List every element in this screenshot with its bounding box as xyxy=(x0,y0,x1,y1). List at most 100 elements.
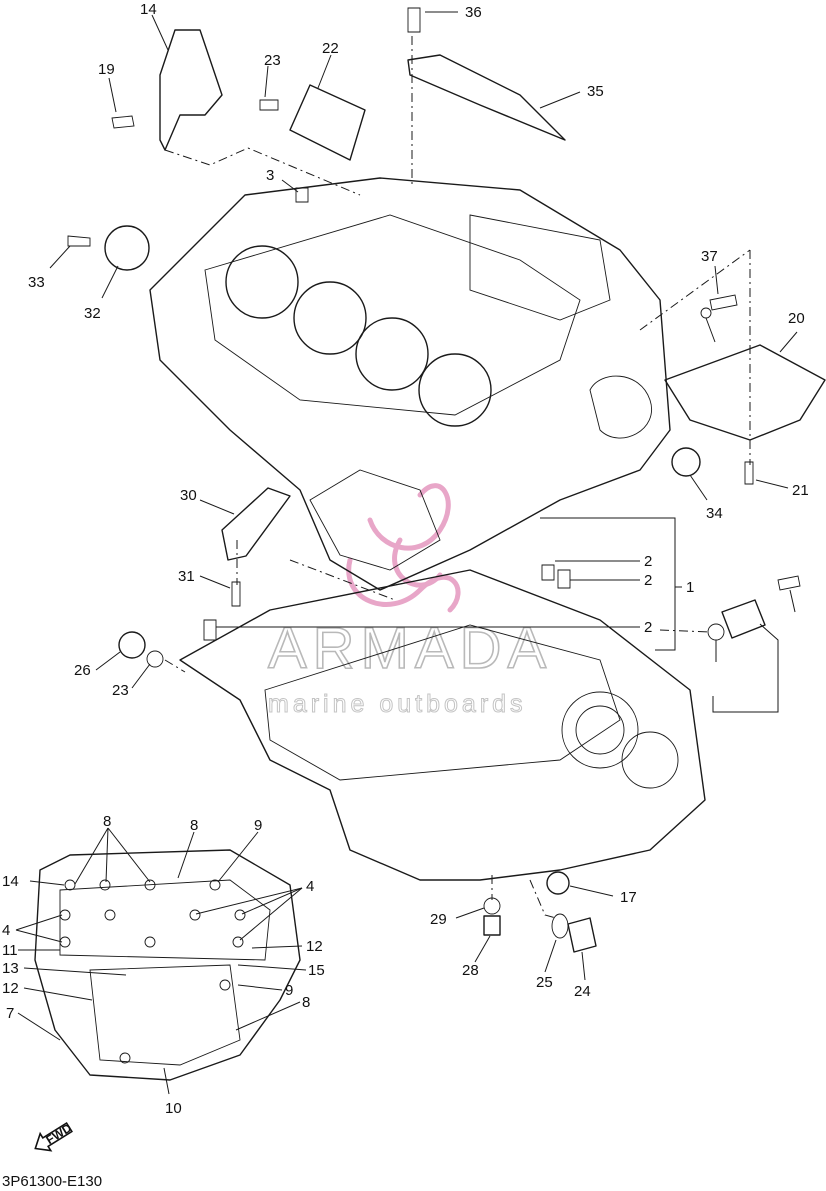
leader-6-b xyxy=(105,827,109,883)
leader-29 xyxy=(49,245,71,269)
leader-18 xyxy=(317,54,332,89)
align-line xyxy=(164,147,361,196)
leader-5 xyxy=(17,1012,61,1041)
bottom-view-sump xyxy=(89,964,241,1066)
callout-13: 17 xyxy=(620,889,637,906)
part-18-bracket xyxy=(289,84,366,161)
align-line xyxy=(529,879,557,919)
leader-6-a xyxy=(74,827,109,885)
callout-12-right: 15 xyxy=(308,962,325,979)
part-2-dowel xyxy=(203,619,217,641)
callout-6-top: 8 xyxy=(103,813,111,830)
leader-4-right-a xyxy=(241,887,303,915)
alignment-lines xyxy=(164,36,751,919)
callout-31: 35 xyxy=(587,83,604,100)
callout-7: 8 xyxy=(190,817,198,834)
callout-8-top: 9 xyxy=(254,817,262,834)
bolt-hole xyxy=(104,909,116,921)
leader-14 xyxy=(151,14,169,51)
cylinder-bore-2 xyxy=(293,281,367,355)
part-30-gear-rotor xyxy=(671,447,701,477)
part-3-dowel xyxy=(295,187,309,203)
callout-28: 32 xyxy=(84,305,101,322)
cylinder-bore-1 xyxy=(225,245,299,319)
callout-22: 26 xyxy=(74,662,91,679)
bolt-hole xyxy=(144,879,156,891)
callout-24: 28 xyxy=(462,962,479,979)
part-26-bearing-half xyxy=(221,487,291,561)
bolt-hole xyxy=(144,936,156,948)
leader-10 xyxy=(23,987,93,1001)
leader-13 xyxy=(569,885,614,897)
bolt-hole xyxy=(64,879,76,891)
crankcase-lower-boss xyxy=(309,469,441,571)
diagram-code: 3P61300-E130 xyxy=(2,1173,102,1190)
small-parts xyxy=(67,7,826,953)
leader-8-bottom xyxy=(163,1067,170,1095)
callout-1: 1 xyxy=(686,579,694,596)
callout-2-c: 2 xyxy=(644,619,652,636)
callout-20: 24 xyxy=(574,983,591,1000)
callout-15: 19 xyxy=(98,61,115,78)
leader-8-top xyxy=(217,831,259,883)
lower-crankcase-outline xyxy=(179,569,706,881)
part-19-bolt xyxy=(259,99,279,111)
callout-labels: 14 19 23 22 36 35 3 33 32 37 20 21 34 30… xyxy=(2,1,809,1117)
align-line xyxy=(639,249,751,331)
bolt-hole xyxy=(219,979,231,991)
part-25-o-ring xyxy=(483,897,501,915)
callout-16: 20 xyxy=(788,310,805,327)
callout-9-left: 11 xyxy=(2,942,18,959)
leader-11 xyxy=(23,967,127,976)
callout-5: 7 xyxy=(6,1005,14,1022)
callout-18: 22 xyxy=(322,40,339,57)
leader-31 xyxy=(539,91,581,109)
callout-14: 14 xyxy=(140,1,157,18)
part-13-plug xyxy=(546,871,570,895)
bolt-hole xyxy=(99,879,111,891)
part-23-gasket xyxy=(146,650,164,668)
part-16-plate xyxy=(664,344,826,441)
leader-lines xyxy=(15,11,798,1095)
bolt-hole xyxy=(119,1052,131,1064)
upper-crankcase xyxy=(149,177,671,591)
leader-8-right xyxy=(237,984,283,991)
logo-stroke xyxy=(392,537,443,588)
part-21-o-ring xyxy=(551,913,569,939)
main-bearing-inner xyxy=(575,705,625,755)
leader-37 xyxy=(789,589,796,613)
leader-4-left-b xyxy=(15,929,63,943)
leader-15 xyxy=(108,77,117,113)
callout-9-right: 12 xyxy=(306,938,323,955)
leader-6-c xyxy=(107,827,151,883)
lower-crankcase xyxy=(179,569,706,881)
callout-33: 37 xyxy=(701,248,718,265)
leader-4-right-c xyxy=(239,887,303,941)
leader-17 xyxy=(755,479,789,489)
part-33-bolt xyxy=(709,294,738,311)
part-17-bolt xyxy=(744,461,754,485)
part-22-drain-plug xyxy=(118,631,146,659)
part-36-o-ring xyxy=(707,623,725,641)
callout-26: 30 xyxy=(180,487,197,504)
callout-11: 13 xyxy=(2,960,19,977)
leader-23 xyxy=(131,663,151,689)
main-bearing-housing xyxy=(561,691,639,769)
part-27-bolt xyxy=(231,581,241,607)
fwd-arrow: FWD xyxy=(34,1120,74,1152)
watermark-brand: ARMADA xyxy=(268,616,552,681)
leader-21 xyxy=(544,939,557,973)
part-35-sensor-body xyxy=(721,599,766,639)
leader-6-right xyxy=(235,1001,301,1031)
bolt-hole xyxy=(232,936,244,948)
bolt-hole xyxy=(59,936,71,948)
bolt-hole xyxy=(59,909,71,921)
watermark-tagline: marine outboards xyxy=(268,690,527,718)
leader-9-right xyxy=(251,945,303,949)
cylinder-bore-4 xyxy=(418,353,492,427)
upper-crankcase-outline xyxy=(149,177,671,591)
leader-7 xyxy=(177,831,195,879)
part-34-washer xyxy=(700,307,712,319)
leader-4-left-a xyxy=(15,914,63,931)
